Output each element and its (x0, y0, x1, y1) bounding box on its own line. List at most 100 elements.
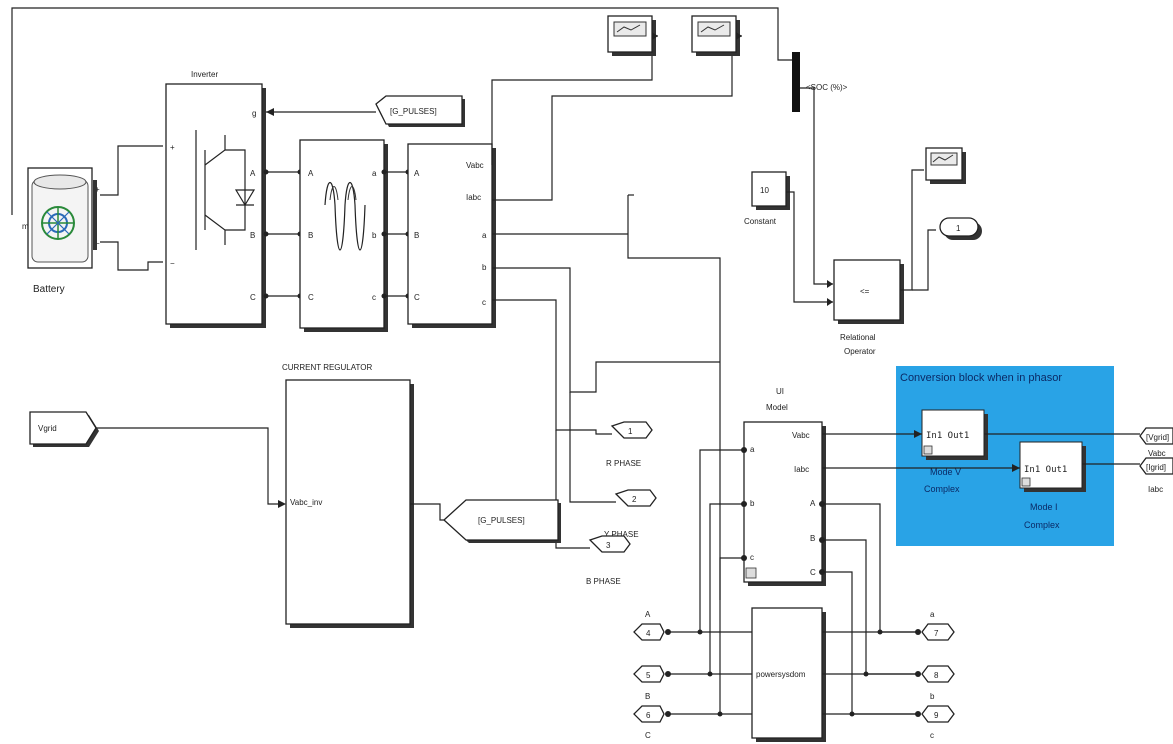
battery-plus-wire (100, 145, 163, 196)
svg-text:9: 9 (934, 711, 939, 720)
svg-text:−: − (170, 259, 175, 268)
svg-text:B: B (810, 534, 815, 543)
svg-text:c: c (482, 298, 486, 307)
svg-text:Vgrid: Vgrid (38, 424, 57, 433)
svg-text:Vabc: Vabc (466, 161, 484, 170)
left-port-5[interactable]: 5 (633, 665, 665, 683)
svg-text:b: b (482, 263, 487, 272)
outport-b-phase[interactable]: 3 (588, 535, 631, 553)
svg-text:b: b (372, 231, 377, 240)
right-port-7[interactable]: 7 (921, 623, 955, 641)
meas-c-wire (492, 299, 612, 435)
mode-i-complex-block[interactable]: In1 Out1 (1019, 441, 1086, 492)
outport-1-top[interactable]: 1 (939, 217, 982, 240)
right-port-label-b: b (930, 692, 935, 701)
svg-text:B: B (414, 231, 419, 240)
inverter-title: Inverter (191, 70, 218, 79)
y-phase-label: Y PHASE (604, 530, 639, 539)
svg-text:1: 1 (956, 224, 961, 233)
svg-text:<=: <= (860, 287, 870, 296)
constant-block[interactable]: 10 (751, 171, 790, 210)
goto-g-pulses-top[interactable]: [G_PULSES] (375, 95, 465, 127)
battery-block[interactable]: m + − (22, 167, 100, 269)
scope-3[interactable] (925, 147, 966, 184)
scope-icon (932, 154, 954, 163)
svg-text:C: C (414, 293, 420, 302)
svg-text:3: 3 (606, 541, 611, 550)
bus-selector-soc[interactable] (792, 52, 800, 112)
filter-meas-wires (384, 171, 408, 297)
ui-in-a-wire (699, 449, 744, 632)
ui-model-title-1: UI (776, 387, 784, 396)
left-port-label-c: C (645, 731, 651, 740)
svg-text:Iabc: Iabc (466, 193, 481, 202)
right-port-8[interactable]: 8 (921, 665, 955, 683)
svg-text:Iabc: Iabc (794, 465, 809, 474)
svg-text:Mode V: Mode V (930, 467, 961, 477)
soc-feedback-wire (11, 7, 792, 215)
powersysdom-block[interactable] (751, 607, 826, 742)
battery-port-plus: + (95, 185, 100, 194)
battery-minus-wire (100, 241, 163, 271)
svg-text:a: a (750, 445, 755, 454)
conversion-title: Conversion block when in phasor (900, 372, 1062, 384)
svg-text:7: 7 (934, 629, 939, 638)
svg-text:c: c (750, 553, 754, 562)
battery-port-minus: − (95, 239, 100, 248)
svg-text:C: C (308, 293, 314, 302)
right-port-label-c: c (930, 731, 934, 740)
yphase-wire (569, 392, 616, 503)
svg-text:A: A (308, 169, 314, 178)
svg-text:g: g (252, 109, 256, 118)
outport-r-phase[interactable]: 1 (610, 421, 653, 439)
svg-text:[Vgrid]: [Vgrid] (1146, 433, 1169, 442)
svg-text:8: 8 (934, 671, 939, 680)
svg-text:Complex: Complex (1024, 520, 1060, 530)
current-regulator-block[interactable]: Vabc_inv (285, 379, 414, 628)
vgrid-to-regulator-wire (96, 427, 282, 505)
b-phase-label: B PHASE (586, 577, 621, 586)
battery-icon (41, 206, 75, 240)
svg-text:1: 1 (628, 427, 633, 436)
measurement-block[interactable]: A B C Vabc Iabc a b c (407, 143, 496, 328)
relop-label-2: Operator (844, 347, 876, 356)
left-port-6[interactable]: 6 (633, 705, 665, 723)
conversion-block-area: Conversion block when in phasor In1 Out1… (896, 366, 1114, 546)
svg-text:2: 2 (632, 495, 637, 504)
inverter-block[interactable]: + − g A B C (165, 83, 266, 328)
scope-icon (700, 24, 725, 33)
ui-model-block[interactable]: a b c Vabc Iabc A B C (743, 421, 826, 586)
inverter-filter-wires (266, 171, 300, 297)
vabc-out-label: Vabc (1148, 449, 1166, 458)
svg-text:a: a (372, 169, 377, 178)
relational-operator[interactable]: <= (833, 259, 904, 324)
ui-c-wire (822, 571, 918, 715)
powersysdom-label: powersysdom (756, 670, 806, 679)
svg-text:C: C (250, 293, 256, 302)
svg-text:In1 Out1: In1 Out1 (926, 431, 969, 441)
scope-icon (616, 24, 641, 33)
from-vgrid[interactable]: Vgrid (29, 411, 99, 447)
ui-in-b-wire (709, 503, 744, 674)
goto-igrid[interactable]: [Igrid] (1139, 457, 1173, 475)
goto-vgrid[interactable]: [Vgrid] (1139, 427, 1173, 445)
filter-block[interactable]: A B C a b c (299, 139, 388, 332)
constant-label: Constant (744, 217, 777, 226)
svg-text:B: B (308, 231, 313, 240)
svg-text:C: C (810, 568, 816, 577)
right-port-9[interactable]: 9 (921, 705, 955, 723)
igbt-diode-icon (195, 130, 256, 250)
svg-text:Complex: Complex (924, 484, 960, 494)
svg-text:A: A (414, 169, 420, 178)
left-port-4[interactable]: 4 (633, 623, 665, 641)
svg-text:Mode I: Mode I (1030, 502, 1058, 512)
goto-g-pulses-bottom[interactable]: [G_PULSES] (443, 499, 561, 543)
outport-y-phase[interactable]: 2 (614, 489, 657, 507)
mode-v-complex-block[interactable]: In1 Out1 (921, 409, 988, 460)
left-port-label-a: A (645, 610, 651, 619)
scope-1[interactable] (607, 15, 658, 56)
ui-model-title-2: Model (766, 403, 788, 412)
scope-2[interactable] (691, 15, 742, 56)
ui-in-c-wire (719, 557, 744, 714)
